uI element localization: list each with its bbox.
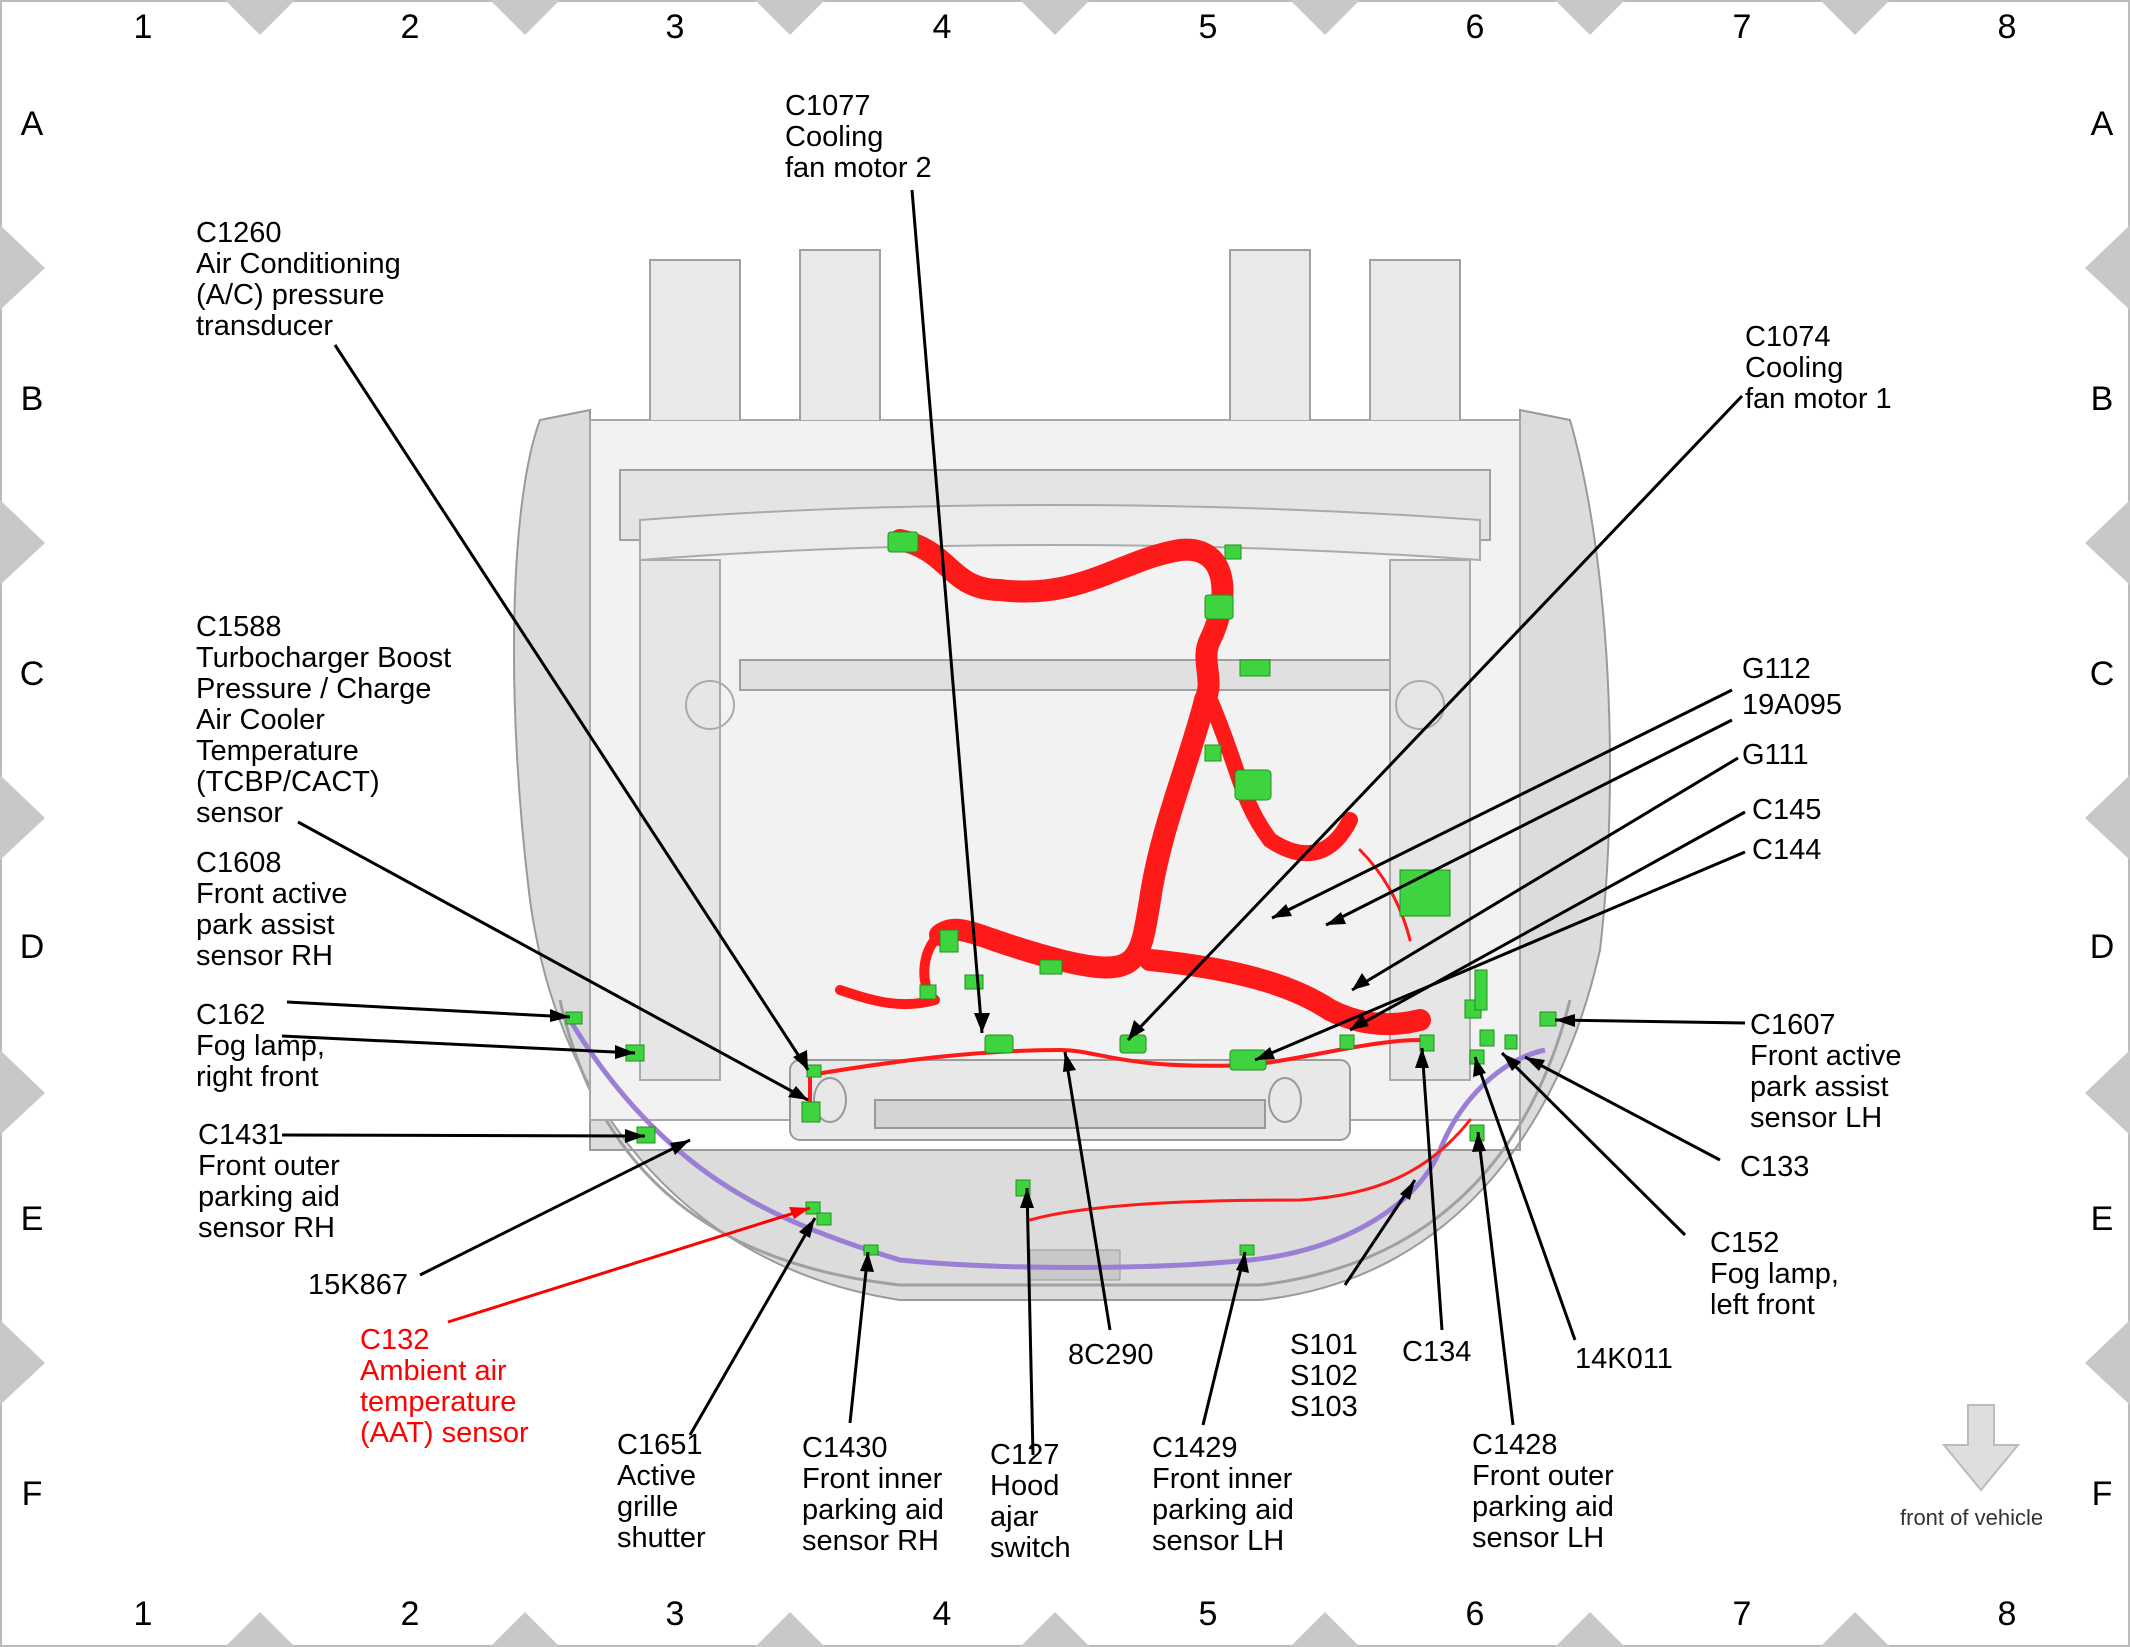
vehicle-body: [512, 249, 1611, 1301]
c132-arrowhead: [789, 1207, 810, 1219]
grid-row-b-left: B: [20, 380, 44, 418]
grid-row-b-right: B: [2090, 380, 2114, 418]
grid-col-3-bottom: 3: [665, 1595, 685, 1633]
grid-col-2-bottom: 2: [400, 1595, 420, 1633]
frame-triangles-bottom: [225, 1612, 1890, 1647]
grid-col-6-top: 6: [1465, 8, 1485, 46]
connectors: [565, 531, 1557, 1256]
label-8c290: 8C290: [1068, 1339, 1154, 1371]
leader-lines: [281, 189, 1746, 1456]
label-15k867: 15K867: [308, 1269, 408, 1301]
grid-row-f-left: F: [21, 1475, 43, 1513]
grid-col-8-bottom: 8: [1997, 1595, 2017, 1633]
label-c145: C145: [1752, 794, 1822, 826]
grid-col-7-bottom: 7: [1732, 1595, 1752, 1633]
label-g112: G112: [1742, 653, 1811, 685]
grid-row-a-left: A: [20, 105, 44, 143]
label-g111: G111: [1742, 739, 1809, 771]
grid-col-1-top: 1: [133, 8, 153, 46]
grid-row-c-left: C: [19, 655, 45, 693]
grid-col-6-bottom: 6: [1465, 1595, 1485, 1633]
grid-row-d-right: D: [2089, 928, 2115, 966]
arrowheads: [550, 904, 1575, 1273]
down-arrow-icon: [1941, 1404, 2021, 1492]
frame-triangles-top: [225, 0, 1890, 35]
grid-row-c-right: C: [2089, 655, 2115, 693]
c132-leader-line: [447, 1206, 811, 1324]
grid-col-4-bottom: 4: [932, 1595, 952, 1633]
grid-col-4-top: 4: [932, 8, 952, 46]
label-c134: C134: [1402, 1336, 1472, 1368]
label-19a095: 19A095: [1742, 689, 1842, 721]
grid-col-8-top: 8: [1997, 8, 2017, 46]
front-of-vehicle-label: front of vehicle: [1900, 1505, 2044, 1530]
grid-col-5-bottom: 5: [1198, 1595, 1218, 1633]
label-c144: C144: [1752, 834, 1822, 866]
grid-col-3-top: 3: [665, 8, 685, 46]
grid-row-e-right: E: [2090, 1200, 2114, 1238]
frame-triangles-left: [0, 225, 45, 1405]
frame-triangles-right: [2085, 225, 2130, 1405]
grid-row-f-right: F: [2091, 1475, 2113, 1513]
grid-col-2-top: 2: [400, 8, 420, 46]
label-14k011: 14K011: [1575, 1343, 1673, 1375]
grid-col-5-top: 5: [1198, 8, 1218, 46]
grid-row-e-left: E: [20, 1200, 44, 1238]
grid-row-d-left: D: [19, 928, 45, 966]
label-c133: C133: [1740, 1151, 1810, 1183]
grid-col-7-top: 7: [1732, 8, 1752, 46]
red-harness: [808, 529, 1472, 1222]
grid-row-a-right: A: [2090, 105, 2114, 143]
grid-col-1-bottom: 1: [133, 1595, 153, 1633]
